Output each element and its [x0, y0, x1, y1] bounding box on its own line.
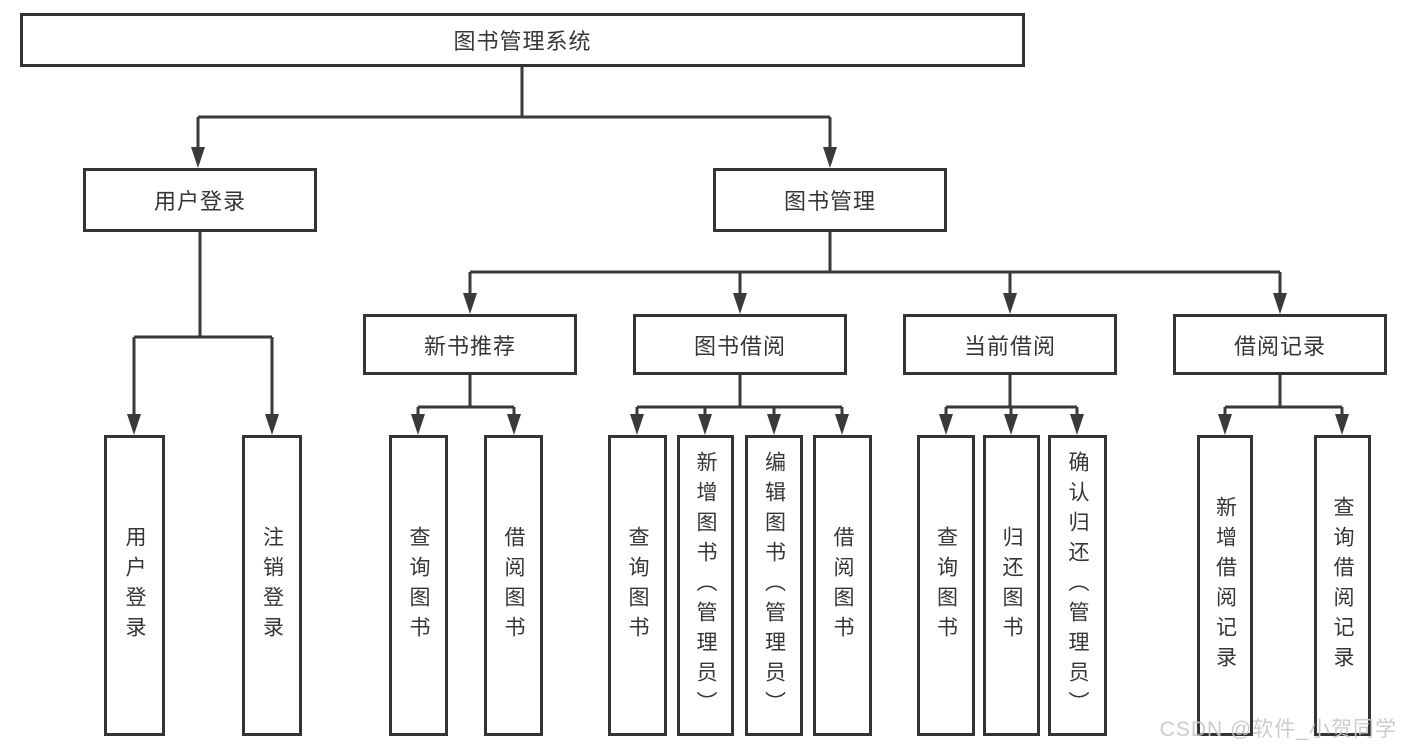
- leaf-confirm-return: 确认归还（管理员）: [1048, 435, 1107, 736]
- arrowhead: [1003, 293, 1017, 314]
- arrowhead: [630, 414, 644, 435]
- edge-book-borrow-rail: [635, 375, 844, 431]
- arrowhead: [463, 293, 477, 314]
- connector-paths: [132, 67, 1344, 431]
- leaf-query-book-1: 查询图书: [389, 435, 448, 736]
- arrowhead: [265, 414, 279, 435]
- arrowhead: [698, 414, 712, 435]
- edge-root-rail: [196, 67, 832, 164]
- leaf-return-book: 归还图书: [983, 435, 1040, 736]
- leaf-logout-label: 注销登录: [260, 525, 284, 646]
- arrowhead: [823, 147, 837, 168]
- leaf-return-book-label: 归还图书: [1000, 525, 1023, 646]
- arrowhead: [1335, 414, 1349, 435]
- arrowhead: [1004, 414, 1018, 435]
- leaf-query-book-3: 查询图书: [917, 435, 975, 736]
- leaf-query-book-1-label: 查询图书: [407, 525, 430, 646]
- leaf-borrow-book-2-label: 借阅图书: [831, 525, 854, 646]
- leaf-add-borrow-record: 新增借阅记录: [1197, 435, 1253, 736]
- arrowhead: [1273, 293, 1287, 314]
- node-book-borrow-label: 图书借阅: [693, 333, 786, 359]
- leaf-confirm-return-label: 确认归还（管理员）: [1066, 450, 1089, 721]
- node-new-book-rec: 新书推荐: [363, 314, 577, 375]
- node-new-book-rec-label: 新书推荐: [423, 333, 516, 359]
- leaf-borrow-book-1-label: 借阅图书: [502, 525, 525, 646]
- leaf-add-borrow-record-label: 新增借阅记录: [1213, 495, 1237, 676]
- leaf-logout: 注销登录: [242, 435, 302, 736]
- leaf-borrow-book-1: 借阅图书: [484, 435, 543, 736]
- leaf-add-book-label: 新增图书（管理员）: [694, 450, 717, 721]
- node-book-borrow: 图书借阅: [633, 314, 847, 375]
- leaf-query-borrow-record: 查询借阅记录: [1314, 435, 1371, 736]
- arrowhead: [411, 414, 425, 435]
- arrowhead: [767, 414, 781, 435]
- node-current-borrow-label: 当前借阅: [963, 333, 1056, 359]
- edge-user-login-rail: [132, 232, 274, 431]
- arrowhead: [127, 414, 141, 435]
- csdn-watermark: CSDN @软件_小贺同学: [1159, 718, 1397, 741]
- node-book-mgmt-label: 图书管理: [783, 189, 876, 214]
- arrowhead: [733, 293, 747, 314]
- leaf-query-book-3-label: 查询图书: [934, 525, 958, 646]
- leaf-user-login-label: 用户登录: [123, 525, 146, 646]
- leaf-user-login: 用户登录: [104, 435, 165, 736]
- leaf-query-book-2: 查询图书: [608, 435, 667, 736]
- arrowhead: [191, 147, 205, 168]
- arrowhead: [939, 414, 953, 435]
- arrowhead: [507, 414, 521, 435]
- leaf-query-borrow-record-label: 查询借阅记录: [1331, 495, 1354, 676]
- leaf-edit-book: 编辑图书（管理员）: [745, 435, 803, 736]
- node-root: 图书管理系统: [20, 13, 1025, 67]
- arrowheads: [127, 147, 1349, 435]
- node-current-borrow: 当前借阅: [903, 314, 1117, 375]
- arrowhead: [1070, 414, 1084, 435]
- leaf-query-book-2-label: 查询图书: [626, 525, 649, 646]
- node-user-login-label: 用户登录: [153, 189, 246, 214]
- node-root-label: 图书管理系统: [453, 29, 592, 54]
- node-borrow-record: 借阅记录: [1173, 314, 1387, 375]
- arrowhead: [1218, 414, 1232, 435]
- node-user-login: 用户登录: [83, 168, 317, 232]
- arrowhead: [835, 414, 849, 435]
- leaf-edit-book-label: 编辑图书（管理员）: [762, 450, 786, 721]
- leaf-add-book: 新增图书（管理员）: [677, 435, 734, 736]
- edge-new-book-rec-rail: [416, 375, 516, 431]
- edge-book-mgmt-rail: [468, 232, 1282, 310]
- node-borrow-record-label: 借阅记录: [1233, 333, 1326, 359]
- edge-borrow-record-rail: [1223, 375, 1344, 431]
- node-book-mgmt: 图书管理: [713, 168, 947, 232]
- leaf-borrow-book-2: 借阅图书: [813, 435, 872, 736]
